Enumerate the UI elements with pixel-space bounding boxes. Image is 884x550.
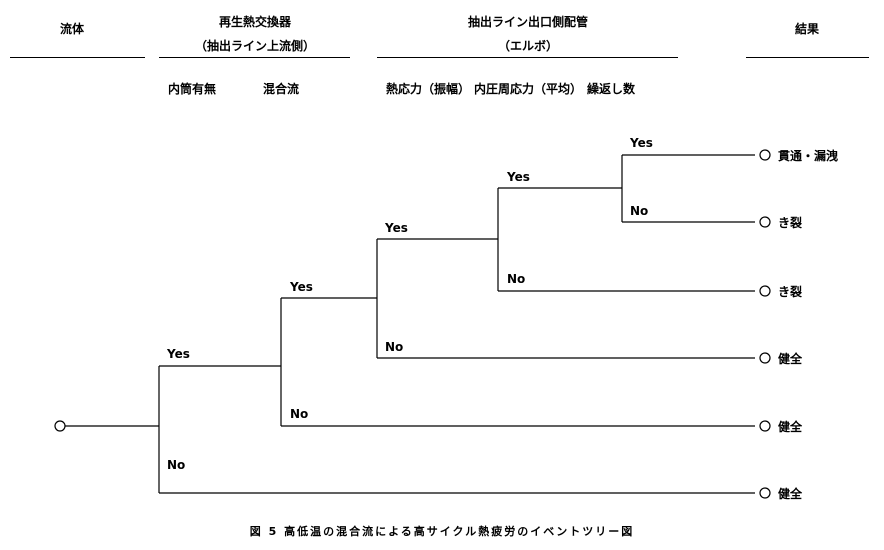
outcome-label-2: き裂 <box>778 215 802 230</box>
outcome-node-6 <box>759 487 771 499</box>
subheader-thermal-stress: 熱応力（振幅） <box>386 82 471 96</box>
branch-1-no-label: No <box>167 458 185 472</box>
outcome-label-5: 健全 <box>778 419 803 434</box>
initiating-event-node <box>54 420 66 432</box>
outcome-node-5 <box>759 420 771 432</box>
branch-5-no-label: No <box>630 204 648 218</box>
header-rule-result <box>746 57 869 58</box>
header-outlet-piping: 抽出ライン出口側配管 <box>467 15 589 29</box>
branch-2-no-label: No <box>290 407 308 421</box>
outcome-label-1: 貫通・漏洩 <box>778 148 838 163</box>
branch-2-yes-label: Yes <box>289 280 313 294</box>
branch-4-no-label: No <box>507 272 525 286</box>
outcome-node-4 <box>759 352 771 364</box>
header-rule-regenerative-heat-exchanger <box>159 57 350 58</box>
header-result: 結果 <box>794 22 820 36</box>
tree-lines <box>54 149 771 499</box>
branch-3-no-label: No <box>385 340 403 354</box>
branch-1-yes-label: Yes <box>166 347 190 361</box>
subheader-inner-tube: 内筒有無 <box>168 82 217 96</box>
outcome-node-2 <box>759 216 771 228</box>
branch-3-yes-label: Yes <box>384 221 408 235</box>
figure-caption: 図 5 高低温の混合流による高サイクル熱疲労のイベントツリー図 <box>249 525 635 538</box>
subheader-cycles: 繰返し数 <box>587 82 636 96</box>
outcome-label-4: 健全 <box>778 351 803 366</box>
header-rule-fluid <box>10 57 145 58</box>
header-rule-outlet-piping <box>377 57 678 58</box>
subheader-internal-pressure-stress: 内圧周応力（平均） <box>474 82 583 96</box>
header-fluid: 流体 <box>59 22 85 36</box>
outcome-node-1 <box>759 149 771 161</box>
outcome-node-3 <box>759 285 771 297</box>
header-outlet-piping-sub: （エルボ） <box>497 39 559 53</box>
branch-4-yes-label: Yes <box>506 170 530 184</box>
header-regenerative-heat-exchanger-sub: （抽出ライン上流側） <box>194 39 316 53</box>
branch-5-yes-label: Yes <box>629 136 653 150</box>
outcome-label-3: き裂 <box>778 284 802 299</box>
header-regenerative-heat-exchanger: 再生熱交換器 <box>218 15 292 29</box>
subheader-mixing-flow: 混合流 <box>263 82 300 96</box>
outcome-label-6: 健全 <box>778 486 803 501</box>
